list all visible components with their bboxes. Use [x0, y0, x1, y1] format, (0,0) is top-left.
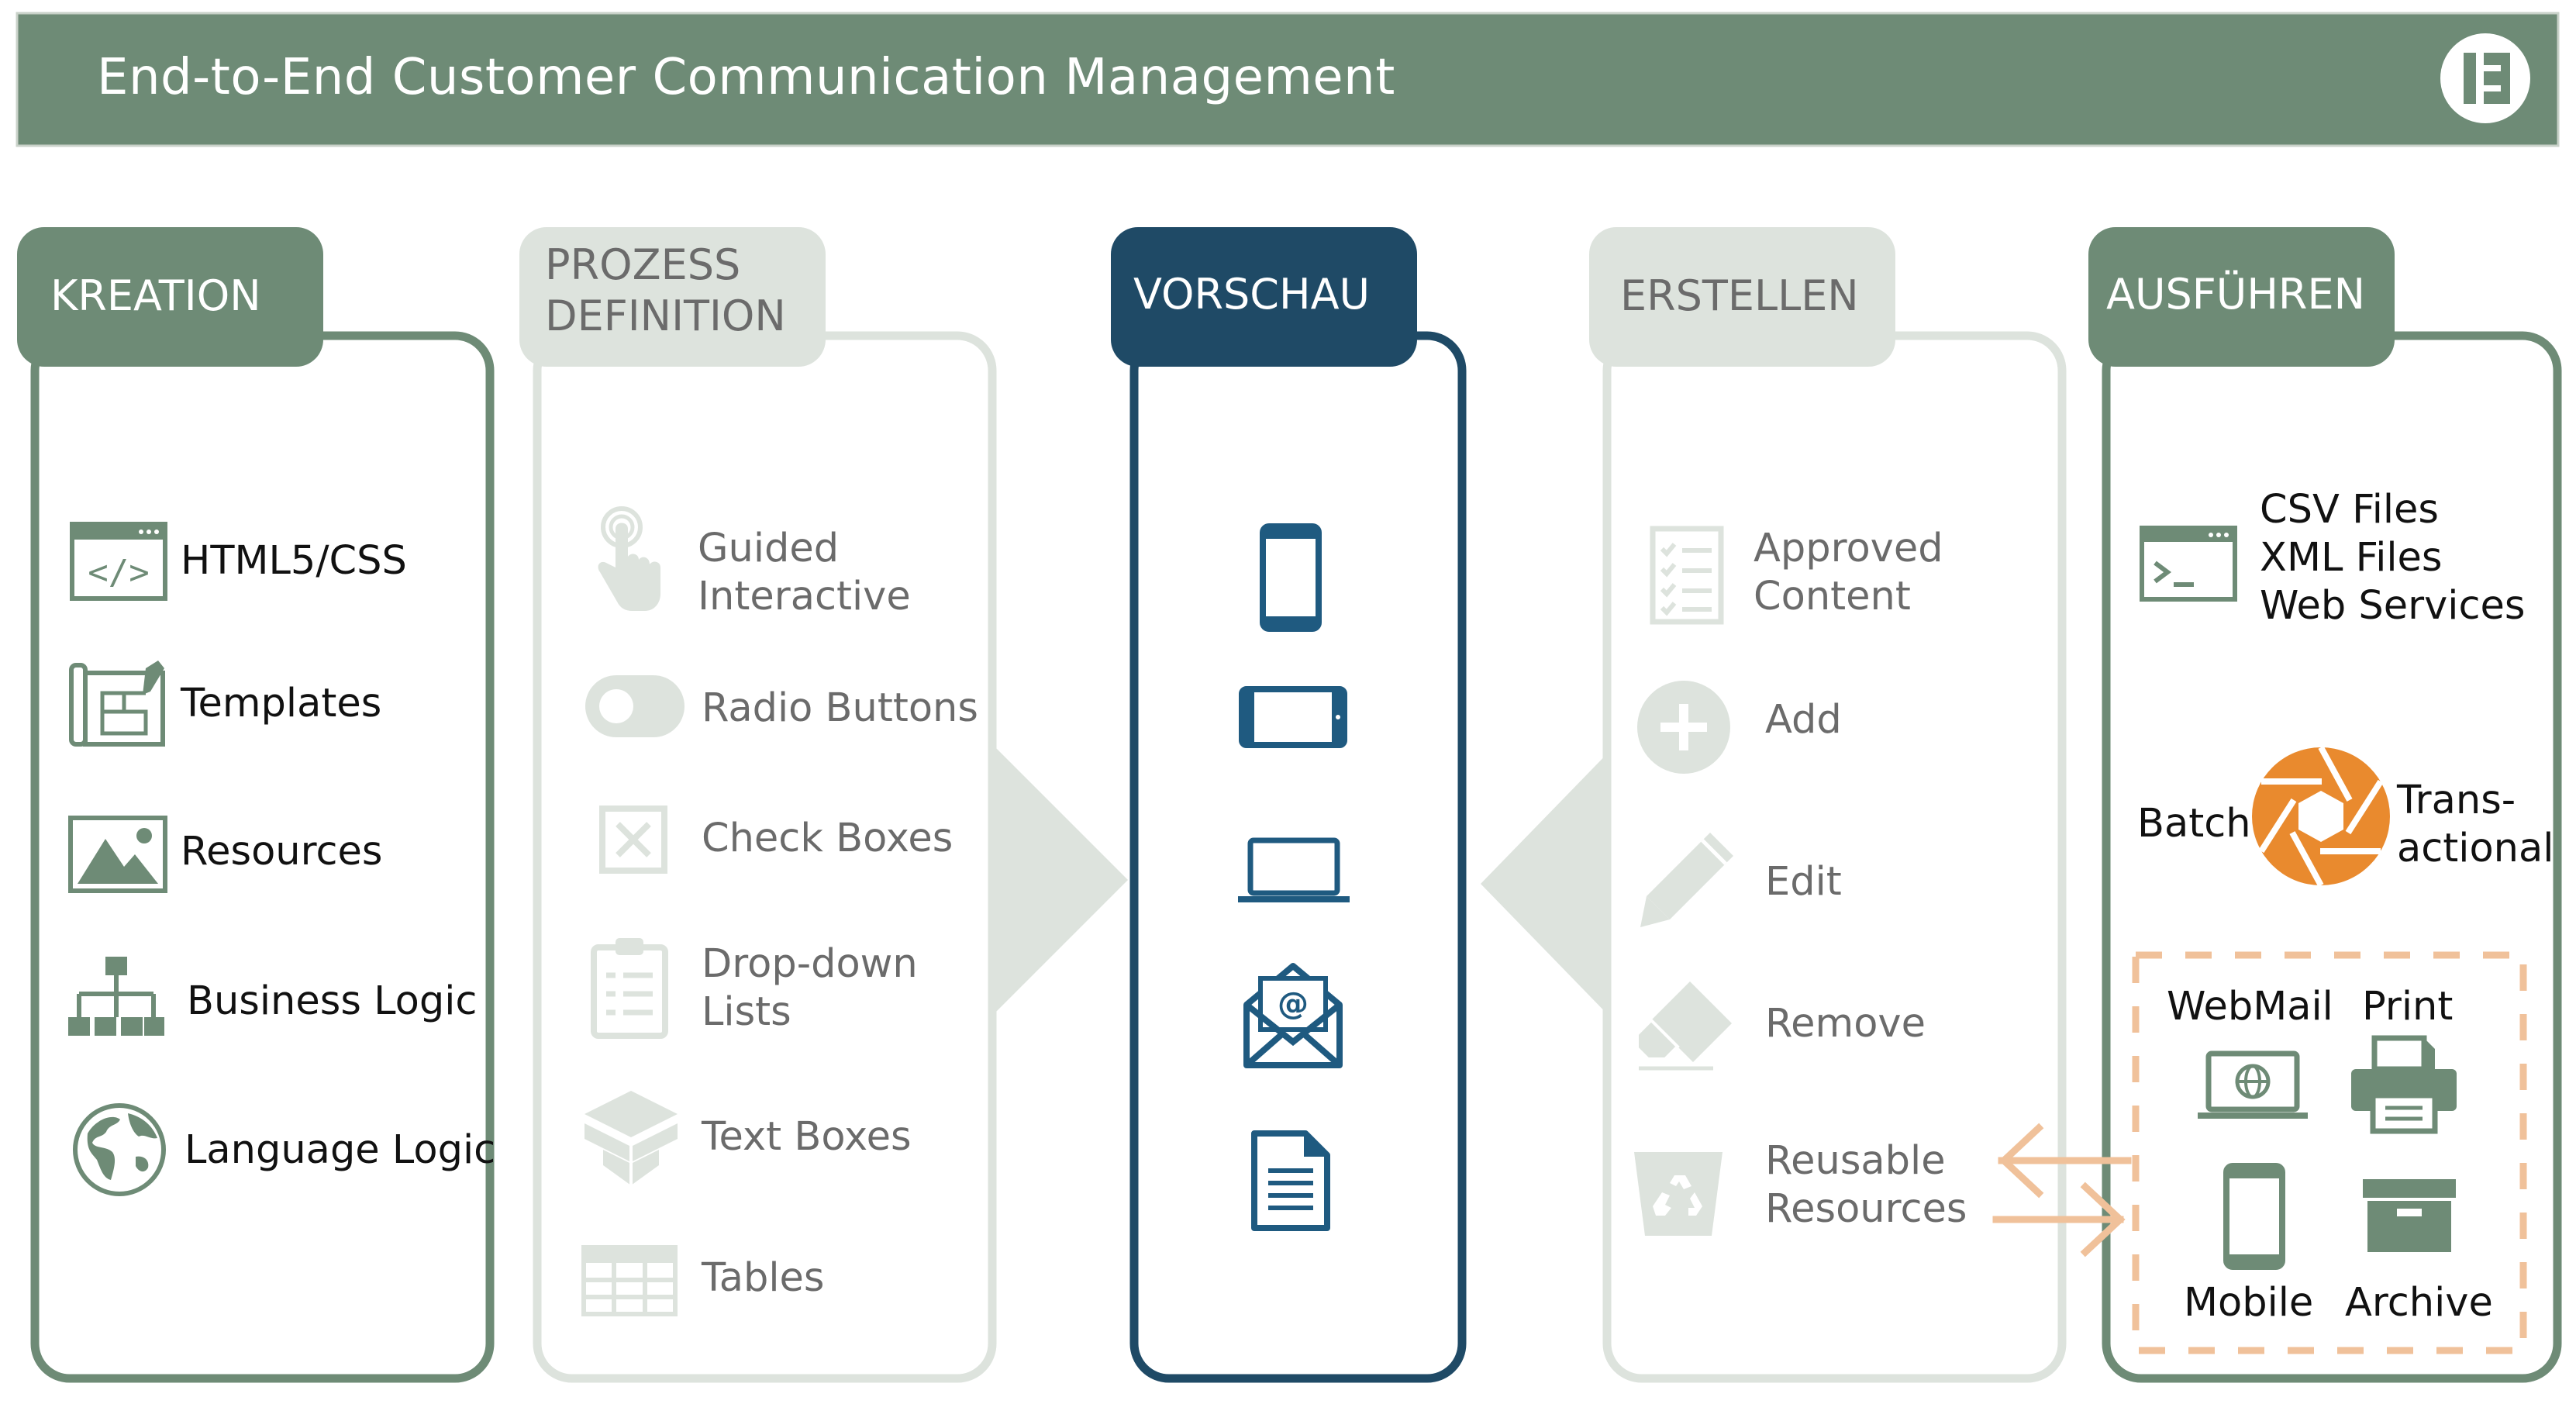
table-icon: [581, 1245, 678, 1316]
tab-label-ausfuehren: AUSFÜHREN: [2106, 270, 2365, 319]
tab-erstellen: [1589, 227, 1895, 367]
mobile-phone-icon: [2223, 1163, 2285, 1270]
item-add: Add: [1765, 697, 1842, 743]
item-guided-interactive: Guided Interactive: [698, 526, 911, 619]
tab-label-erstellen: ERSTELLEN: [1620, 271, 1859, 320]
company-logo-icon: [2440, 33, 2530, 123]
tab-prozess: [519, 227, 826, 367]
tab-label-prozess: PROZESS DEFINITION: [545, 240, 786, 340]
recycle-bin-icon: [1631, 1147, 1726, 1239]
output-print-label: Print: [2362, 984, 2454, 1030]
output-archive-label: Archive: [2345, 1280, 2493, 1326]
checklist-icon: [1650, 526, 1724, 625]
code-window-icon: </>: [70, 522, 167, 601]
output-mobile-label: Mobile: [2184, 1280, 2314, 1326]
tab-vorschau: [1111, 227, 1417, 367]
output-webmail-label: WebMail: [2167, 984, 2333, 1030]
item-drop-down-lists: Drop-down Lists: [702, 941, 918, 1035]
org-chart-icon: [68, 955, 164, 1040]
pencil-icon: [1636, 828, 1738, 930]
document-icon: [1251, 1130, 1330, 1231]
label-transactional: Trans- actional: [2397, 778, 2554, 871]
chevron-arrow-right: [992, 744, 1128, 1016]
archive-box-icon: [2361, 1176, 2457, 1254]
svg-text:</>: </>: [88, 553, 149, 592]
eraser-icon: [1636, 978, 1735, 1071]
chevron-arrow-left: [1481, 744, 1616, 1023]
tab-label-kreation: KREATION: [50, 271, 261, 320]
aperture-icon: [2250, 746, 2392, 887]
template-blueprint-icon: [68, 661, 171, 749]
smartphone-icon: [1260, 523, 1322, 632]
item-resources: Resources: [181, 829, 383, 874]
laptop-icon: [1236, 837, 1351, 907]
image-icon: [68, 816, 167, 893]
label-batch: Batch: [2137, 801, 2251, 847]
input-sources-list: CSV Files XML Files Web Services: [2260, 487, 2526, 629]
item-edit: Edit: [1765, 859, 1842, 905]
tab-label-vorschau: VORSCHAU: [1133, 270, 1371, 319]
email-icon: @: [1243, 961, 1343, 1068]
item-remove: Remove: [1765, 1001, 1926, 1047]
tab-kreation: [17, 227, 323, 367]
item-check-boxes: Check Boxes: [702, 816, 953, 861]
touch-hand-icon: [591, 505, 665, 616]
item-language-logic: Language Logic: [184, 1127, 496, 1173]
tablet-icon: [1239, 686, 1347, 748]
sync-arrows-icon: [1992, 1123, 2132, 1257]
header-bar: [16, 12, 2560, 147]
plus-circle-icon: [1636, 679, 1732, 775]
page-title: End-to-End Customer Communication Manage…: [97, 49, 1395, 106]
checkbox-icon: [596, 802, 671, 877]
item-radio-buttons: Radio Buttons: [702, 685, 978, 731]
svg-text:@: @: [1278, 986, 1309, 1022]
terminal-window-icon: [2140, 526, 2237, 602]
item-reusable-resources: Reusable Resources: [1765, 1138, 1967, 1232]
clipboard-list-icon: [589, 937, 670, 1039]
item-text-boxes: Text Boxes: [702, 1114, 912, 1160]
item-business-logic: Business Logic: [187, 978, 478, 1024]
printer-icon: [2348, 1035, 2460, 1134]
tab-ausfuehren: [2088, 227, 2395, 367]
webmail-laptop-icon: [2196, 1050, 2309, 1122]
globe-icon: [72, 1102, 167, 1197]
boxes-icon: [580, 1088, 682, 1188]
item-tables: Tables: [702, 1255, 825, 1301]
item-html5-css: HTML5/CSS: [181, 538, 407, 584]
item-approved-content: Approved Content: [1754, 526, 1943, 619]
toggle-icon: [584, 674, 686, 739]
item-templates: Templates: [181, 681, 382, 726]
